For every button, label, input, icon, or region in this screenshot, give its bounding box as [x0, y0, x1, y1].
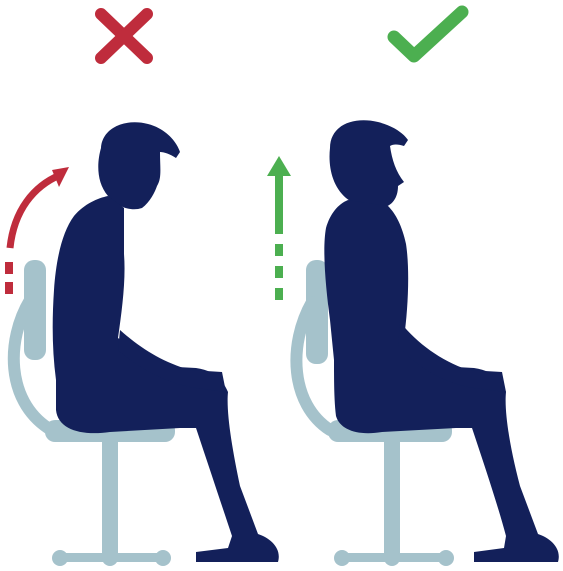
x-mark-icon: [101, 14, 147, 58]
panel-incorrect-posture: [5, 14, 279, 566]
slouched-figure: [53, 122, 279, 562]
checkmark-icon: [394, 12, 462, 56]
panel-correct-posture: [267, 12, 559, 566]
straight-up-arrow-icon: [267, 156, 291, 300]
upright-figure: [324, 120, 558, 562]
